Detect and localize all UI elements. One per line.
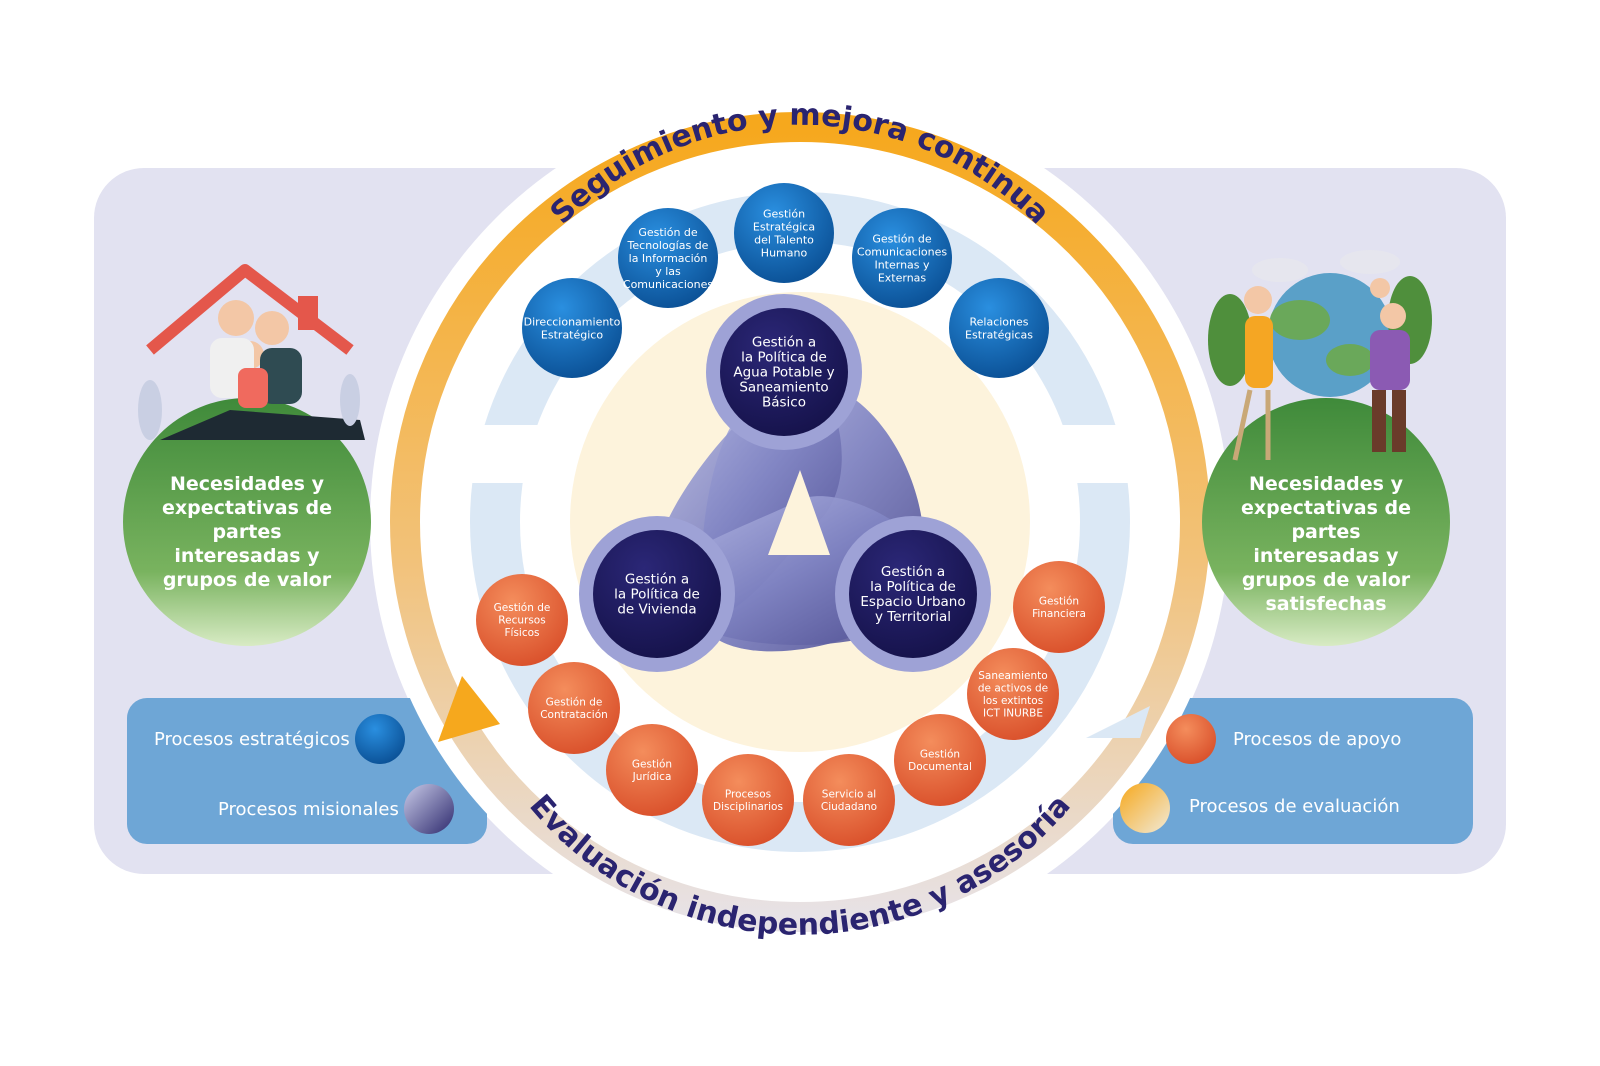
stakeholder-needs-text: Necesidades y expectativas de partes int…	[161, 473, 332, 591]
legend-evaluation-dot	[1120, 783, 1170, 833]
strategic-process-1-circle	[522, 278, 622, 378]
family-house-illustration	[138, 264, 365, 440]
strategic-process-2-circle	[618, 208, 718, 308]
support-process-8-circle	[1013, 561, 1105, 653]
stakeholder-needs-globe	[123, 398, 371, 646]
missional-process-3-circle	[849, 530, 977, 658]
cycle-arrow-left	[438, 676, 500, 742]
improvement-ring	[390, 112, 1210, 932]
people-globe-illustration	[1208, 250, 1432, 461]
strategic-process-5-circle	[949, 278, 1049, 378]
cycle-arrow-right	[1086, 706, 1150, 738]
legend-support-dot	[1166, 714, 1216, 764]
support-process-6-circle	[894, 714, 986, 806]
legend-strategic-dot	[355, 714, 405, 764]
stakeholder-satisfied-globe	[1202, 398, 1450, 646]
stakeholder-satisfied-text: Necesidades y expectativas de partes int…	[1240, 473, 1411, 615]
strategic-process-4-circle	[852, 208, 952, 308]
legend-support-label: Procesos de apoyo	[1233, 729, 1402, 750]
support-process-1-circle	[476, 574, 568, 666]
support-process-7-circle	[967, 648, 1059, 740]
support-process-3-circle	[606, 724, 698, 816]
legend-strategic-label: Procesos estratégicos	[154, 729, 350, 750]
support-process-2-circle	[528, 662, 620, 754]
missional-process-2-circle	[593, 530, 721, 658]
support-process-5-circle	[803, 754, 895, 846]
support-process-4-circle	[702, 754, 794, 846]
legend-missional-dot	[404, 784, 454, 834]
legend-missional-label: Procesos misionales	[218, 799, 399, 820]
strategic-process-3-circle	[734, 183, 834, 283]
missional-process-1-circle	[720, 308, 848, 436]
legend-evaluation-label: Procesos de evaluación	[1189, 796, 1400, 817]
